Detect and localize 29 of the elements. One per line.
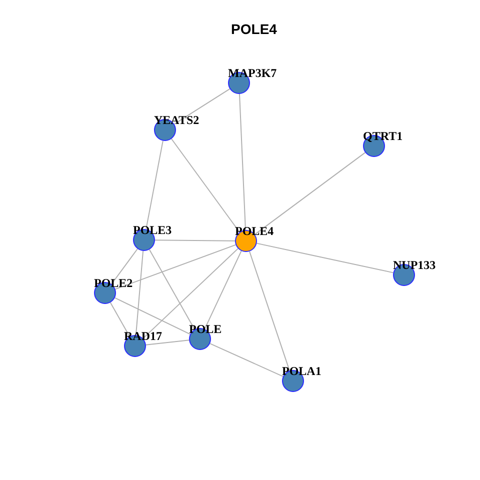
connector-line <box>145 340 190 346</box>
connector-line <box>249 250 290 372</box>
chart-title: POLE4 <box>231 21 277 37</box>
connector-line <box>114 297 191 335</box>
connector-line <box>210 343 284 377</box>
node-label: NUP133 <box>393 259 436 271</box>
connector-line <box>142 248 238 339</box>
node-label: POLE2 <box>94 277 133 289</box>
connector-line <box>238 94 246 230</box>
node-label: QTRT1 <box>363 130 403 142</box>
connector-line <box>170 138 240 233</box>
connector-line <box>135 250 144 336</box>
node-label: MAP3K7 <box>228 67 277 79</box>
connector-line <box>111 248 138 285</box>
node-label: RAD17 <box>124 330 162 342</box>
connector-line <box>110 302 130 337</box>
connector-line <box>204 250 242 330</box>
connector-line <box>256 242 394 274</box>
connector-line <box>114 244 236 290</box>
node-label: POLE4 <box>235 225 274 237</box>
node-label: POLE3 <box>133 224 172 236</box>
node-label: YEATS2 <box>154 114 200 126</box>
connector-line <box>146 140 164 230</box>
node-label: POLA1 <box>282 365 322 377</box>
connector-line <box>254 152 366 235</box>
node-label: POLE <box>189 323 222 335</box>
connector-line <box>154 240 236 242</box>
connector-line <box>174 88 230 125</box>
connector-line <box>148 249 196 330</box>
